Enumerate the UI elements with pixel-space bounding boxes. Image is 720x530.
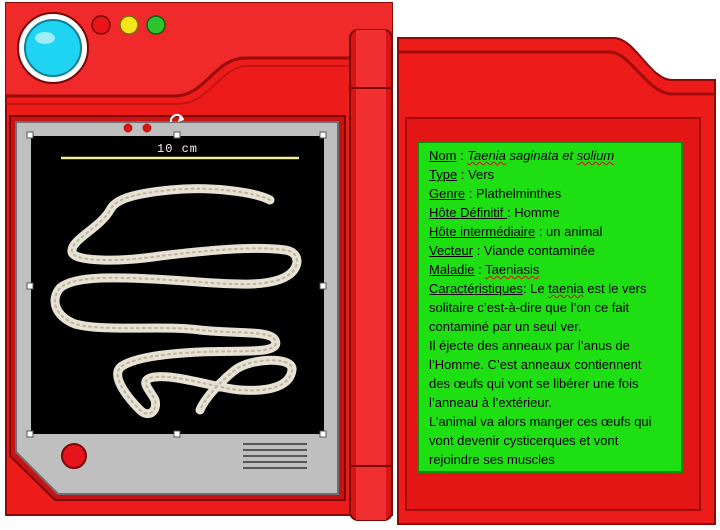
type-label: Type [429, 167, 458, 182]
genre-value: : Plathelminthes [465, 186, 562, 201]
hote-intermediaire-value: : un animal [535, 224, 603, 239]
caracteristiques-label: Caractéristiques [429, 281, 523, 296]
description-line: Il éjecte des anneaux par l’anus de [429, 338, 630, 353]
type-value: : Vers [457, 167, 495, 182]
description-line: L’animal va alors manger ces œufs qui [429, 414, 652, 429]
description-line: l’Homme. C’est anneaux contiennent [429, 357, 642, 372]
hinge [349, 29, 393, 521]
info-line-nom: Nom : Taenia saginata et solium [429, 148, 615, 163]
vecteur-label: Vecteur [429, 243, 474, 258]
info-line-vecteur: Vecteur : Viande contaminée [429, 241, 675, 260]
description-line: vont devenir cysticerques et vont [429, 433, 619, 448]
red-button[interactable] [61, 443, 87, 469]
info-line-maladie: Maladie : Taeniasis [429, 262, 540, 277]
description-line: rejoindre ses muscles [429, 452, 555, 467]
bezel-light-icon [142, 123, 152, 133]
scale-label: 10 cm [157, 142, 199, 156]
hote-definitif-value: : Homme [507, 205, 560, 220]
description-line: solitaire c’est-à-dire que l’on ce fait [429, 300, 630, 315]
bezel-light-icon [123, 123, 133, 133]
info-line-hote-intermediaire: Hôte intermédiaire : un animal [429, 222, 675, 241]
info-line-hote-definitif: Hôte Définitif : Homme [429, 203, 675, 222]
maladie-label: Maladie [429, 262, 475, 277]
yellow-light-icon [119, 15, 139, 35]
nom-value-mid: saginata et [505, 148, 577, 163]
green-light-icon [146, 15, 166, 35]
vecteur-value: : Viande contaminée [473, 243, 595, 258]
curve-shadow [6, 56, 392, 98]
tapeworm-image [50, 184, 302, 419]
selection-handles[interactable] [26, 131, 327, 438]
description-line: contaminé par un seul ver. [429, 319, 582, 334]
info-line-caracteristiques: Caractéristiques: Le taenia est le vers [429, 281, 647, 296]
hote-intermediaire-label: Hôte intermédiaire [429, 224, 536, 239]
maladie-value: Taeniasis [485, 262, 540, 277]
description-line: l’anneau à l’extérieur. [429, 395, 552, 410]
red-light-icon [91, 15, 111, 35]
genre-label: Genre [429, 186, 466, 201]
nom-value-solium: solium [576, 148, 615, 163]
nom-label: Nom [429, 148, 457, 163]
rotate-handle-icon[interactable] [169, 113, 184, 123]
caracteristiques-taenia: taenia [548, 281, 584, 296]
speaker-grill-icon [243, 443, 307, 469]
description-line: des œufs qui vont se libérer une fois [429, 376, 639, 391]
nom-value-taenia: Taenia [467, 148, 506, 163]
info-line-genre: Genre : Plathelminthes [429, 184, 675, 203]
info-panel: Nom : Taenia saginata et solium Type : V… [417, 141, 683, 473]
hote-definitif-label: Hôte Définitif [429, 205, 508, 220]
info-line-type: Type : Vers [429, 165, 675, 184]
